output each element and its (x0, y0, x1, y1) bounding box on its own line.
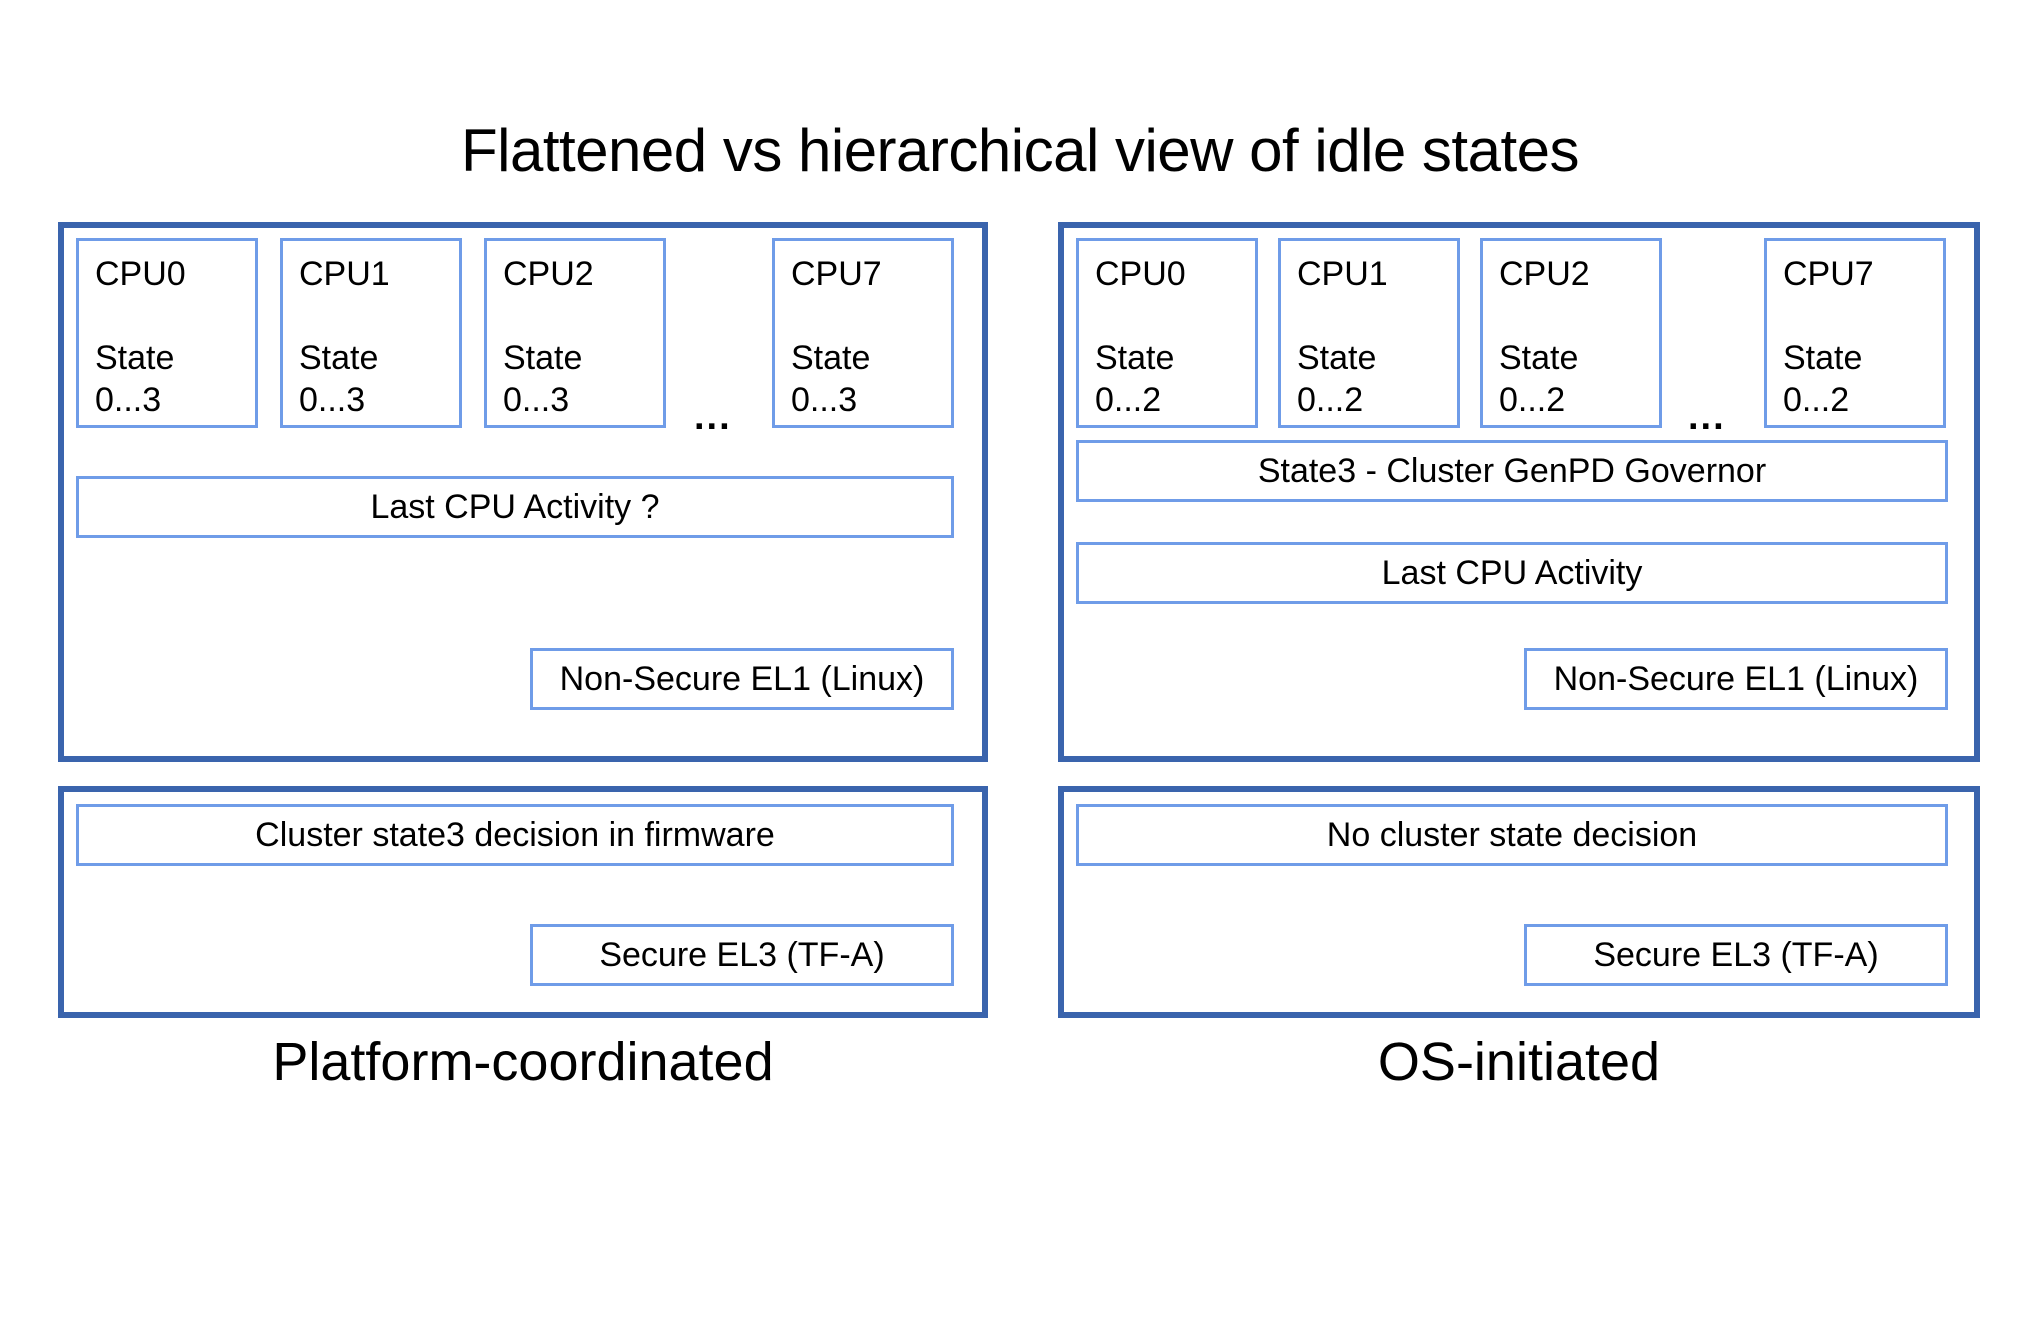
left-nonsecure-el1-label: Non-Secure EL1 (Linux) (559, 660, 925, 698)
left-cluster-decision-label: Cluster state3 decision in firmware (255, 816, 775, 854)
right-cpu-card-3-state-range: 0...2 (1783, 381, 1850, 419)
left-cpu-card-2-state-range: 0...3 (503, 381, 570, 419)
right-firmware-panel: No cluster state decision Secure EL3 (TF… (1058, 786, 1980, 1018)
right-cpu-card-2: CPU2 State 0...2 (1480, 238, 1662, 428)
right-state3-governor-bar: State3 - Cluster GenPD Governor (1076, 440, 1948, 502)
right-cpu-card-2-name: CPU2 (1499, 255, 1590, 293)
left-secure-el3-label: Secure EL3 (TF-A) (599, 936, 885, 974)
right-cpu-ellipsis: ... (1688, 396, 1726, 438)
right-cpu-card-1-state-range: 0...2 (1297, 381, 1364, 419)
right-cpu-card-1-name: CPU1 (1297, 255, 1388, 293)
left-cpu-card-0-name: CPU0 (95, 255, 186, 293)
left-caption: Platform-coordinated (272, 1032, 774, 1092)
right-cpu-card-0-state-label: State (1095, 339, 1175, 377)
right-no-cluster-decision-bar: No cluster state decision (1076, 804, 1948, 866)
right-cpu-card-1: CPU1 State 0...2 (1278, 238, 1460, 428)
right-cpu-card-3-state-label: State (1783, 339, 1863, 377)
right-cpu-card-0-name: CPU0 (1095, 255, 1186, 293)
left-last-cpu-activity-label: Last CPU Activity ? (370, 488, 660, 526)
right-state3-governor-label: State3 - Cluster GenPD Governor (1257, 452, 1767, 490)
page-title: Flattened vs hierarchical view of idle s… (460, 117, 1580, 184)
right-secure-el3-box: Secure EL3 (TF-A) (1524, 924, 1948, 986)
left-nonsecure-el1-box: Non-Secure EL1 (Linux) (530, 648, 954, 710)
right-nonsecure-el1-label: Non-Secure EL1 (Linux) (1553, 660, 1919, 698)
left-cpu-card-3: CPU7 State 0...3 (772, 238, 954, 428)
left-cpu-card-2-name: CPU2 (503, 255, 594, 293)
left-cpu-card-3-state-label: State (791, 339, 871, 377)
left-cpu-card-1-name: CPU1 (299, 255, 390, 293)
left-firmware-panel: Cluster state3 decision in firmware Secu… (58, 786, 988, 1018)
left-cpu-card-2-state-label: State (503, 339, 583, 377)
left-cluster-decision-bar: Cluster state3 decision in firmware (76, 804, 954, 866)
left-secure-el3-box: Secure EL3 (TF-A) (530, 924, 954, 986)
left-cpu-card-3-name: CPU7 (791, 255, 882, 293)
right-no-cluster-decision-label: No cluster state decision (1326, 816, 1698, 854)
right-cpu-card-1-state-label: State (1297, 339, 1377, 377)
right-caption: OS-initiated (1377, 1032, 1661, 1092)
right-nonsecure-el1-box: Non-Secure EL1 (Linux) (1524, 648, 1948, 710)
right-cpu-card-2-state-label: State (1499, 339, 1579, 377)
left-cpu-card-3-state-range: 0...3 (791, 381, 858, 419)
right-last-cpu-activity-bar: Last CPU Activity (1076, 542, 1948, 604)
left-os-panel: CPU0 State 0...3 CPU1 State 0...3 CPU2 S… (58, 222, 988, 762)
left-cpu-card-0-state-label: State (95, 339, 175, 377)
left-cpu-ellipsis: ... (694, 396, 732, 438)
right-cpu-card-0-state-range: 0...2 (1095, 381, 1162, 419)
right-last-cpu-activity-label: Last CPU Activity (1381, 554, 1643, 592)
left-cpu-card-0: CPU0 State 0...3 (76, 238, 258, 428)
left-cpu-card-1-state-range: 0...3 (299, 381, 366, 419)
right-cpu-card-3-name: CPU7 (1783, 255, 1874, 293)
right-cpu-card-0: CPU0 State 0...2 (1076, 238, 1258, 428)
right-cpu-card-2-state-range: 0...2 (1499, 381, 1566, 419)
right-os-panel: CPU0 State 0...2 CPU1 State 0...2 CPU2 S… (1058, 222, 1980, 762)
left-cpu-card-0-state-range: 0...3 (95, 381, 162, 419)
right-cpu-card-3: CPU7 State 0...2 (1764, 238, 1946, 428)
left-cpu-card-1: CPU1 State 0...3 (280, 238, 462, 428)
right-secure-el3-label: Secure EL3 (TF-A) (1593, 936, 1879, 974)
left-last-cpu-activity-bar: Last CPU Activity ? (76, 476, 954, 538)
left-cpu-card-1-state-label: State (299, 339, 379, 377)
left-cpu-card-2: CPU2 State 0...3 (484, 238, 666, 428)
